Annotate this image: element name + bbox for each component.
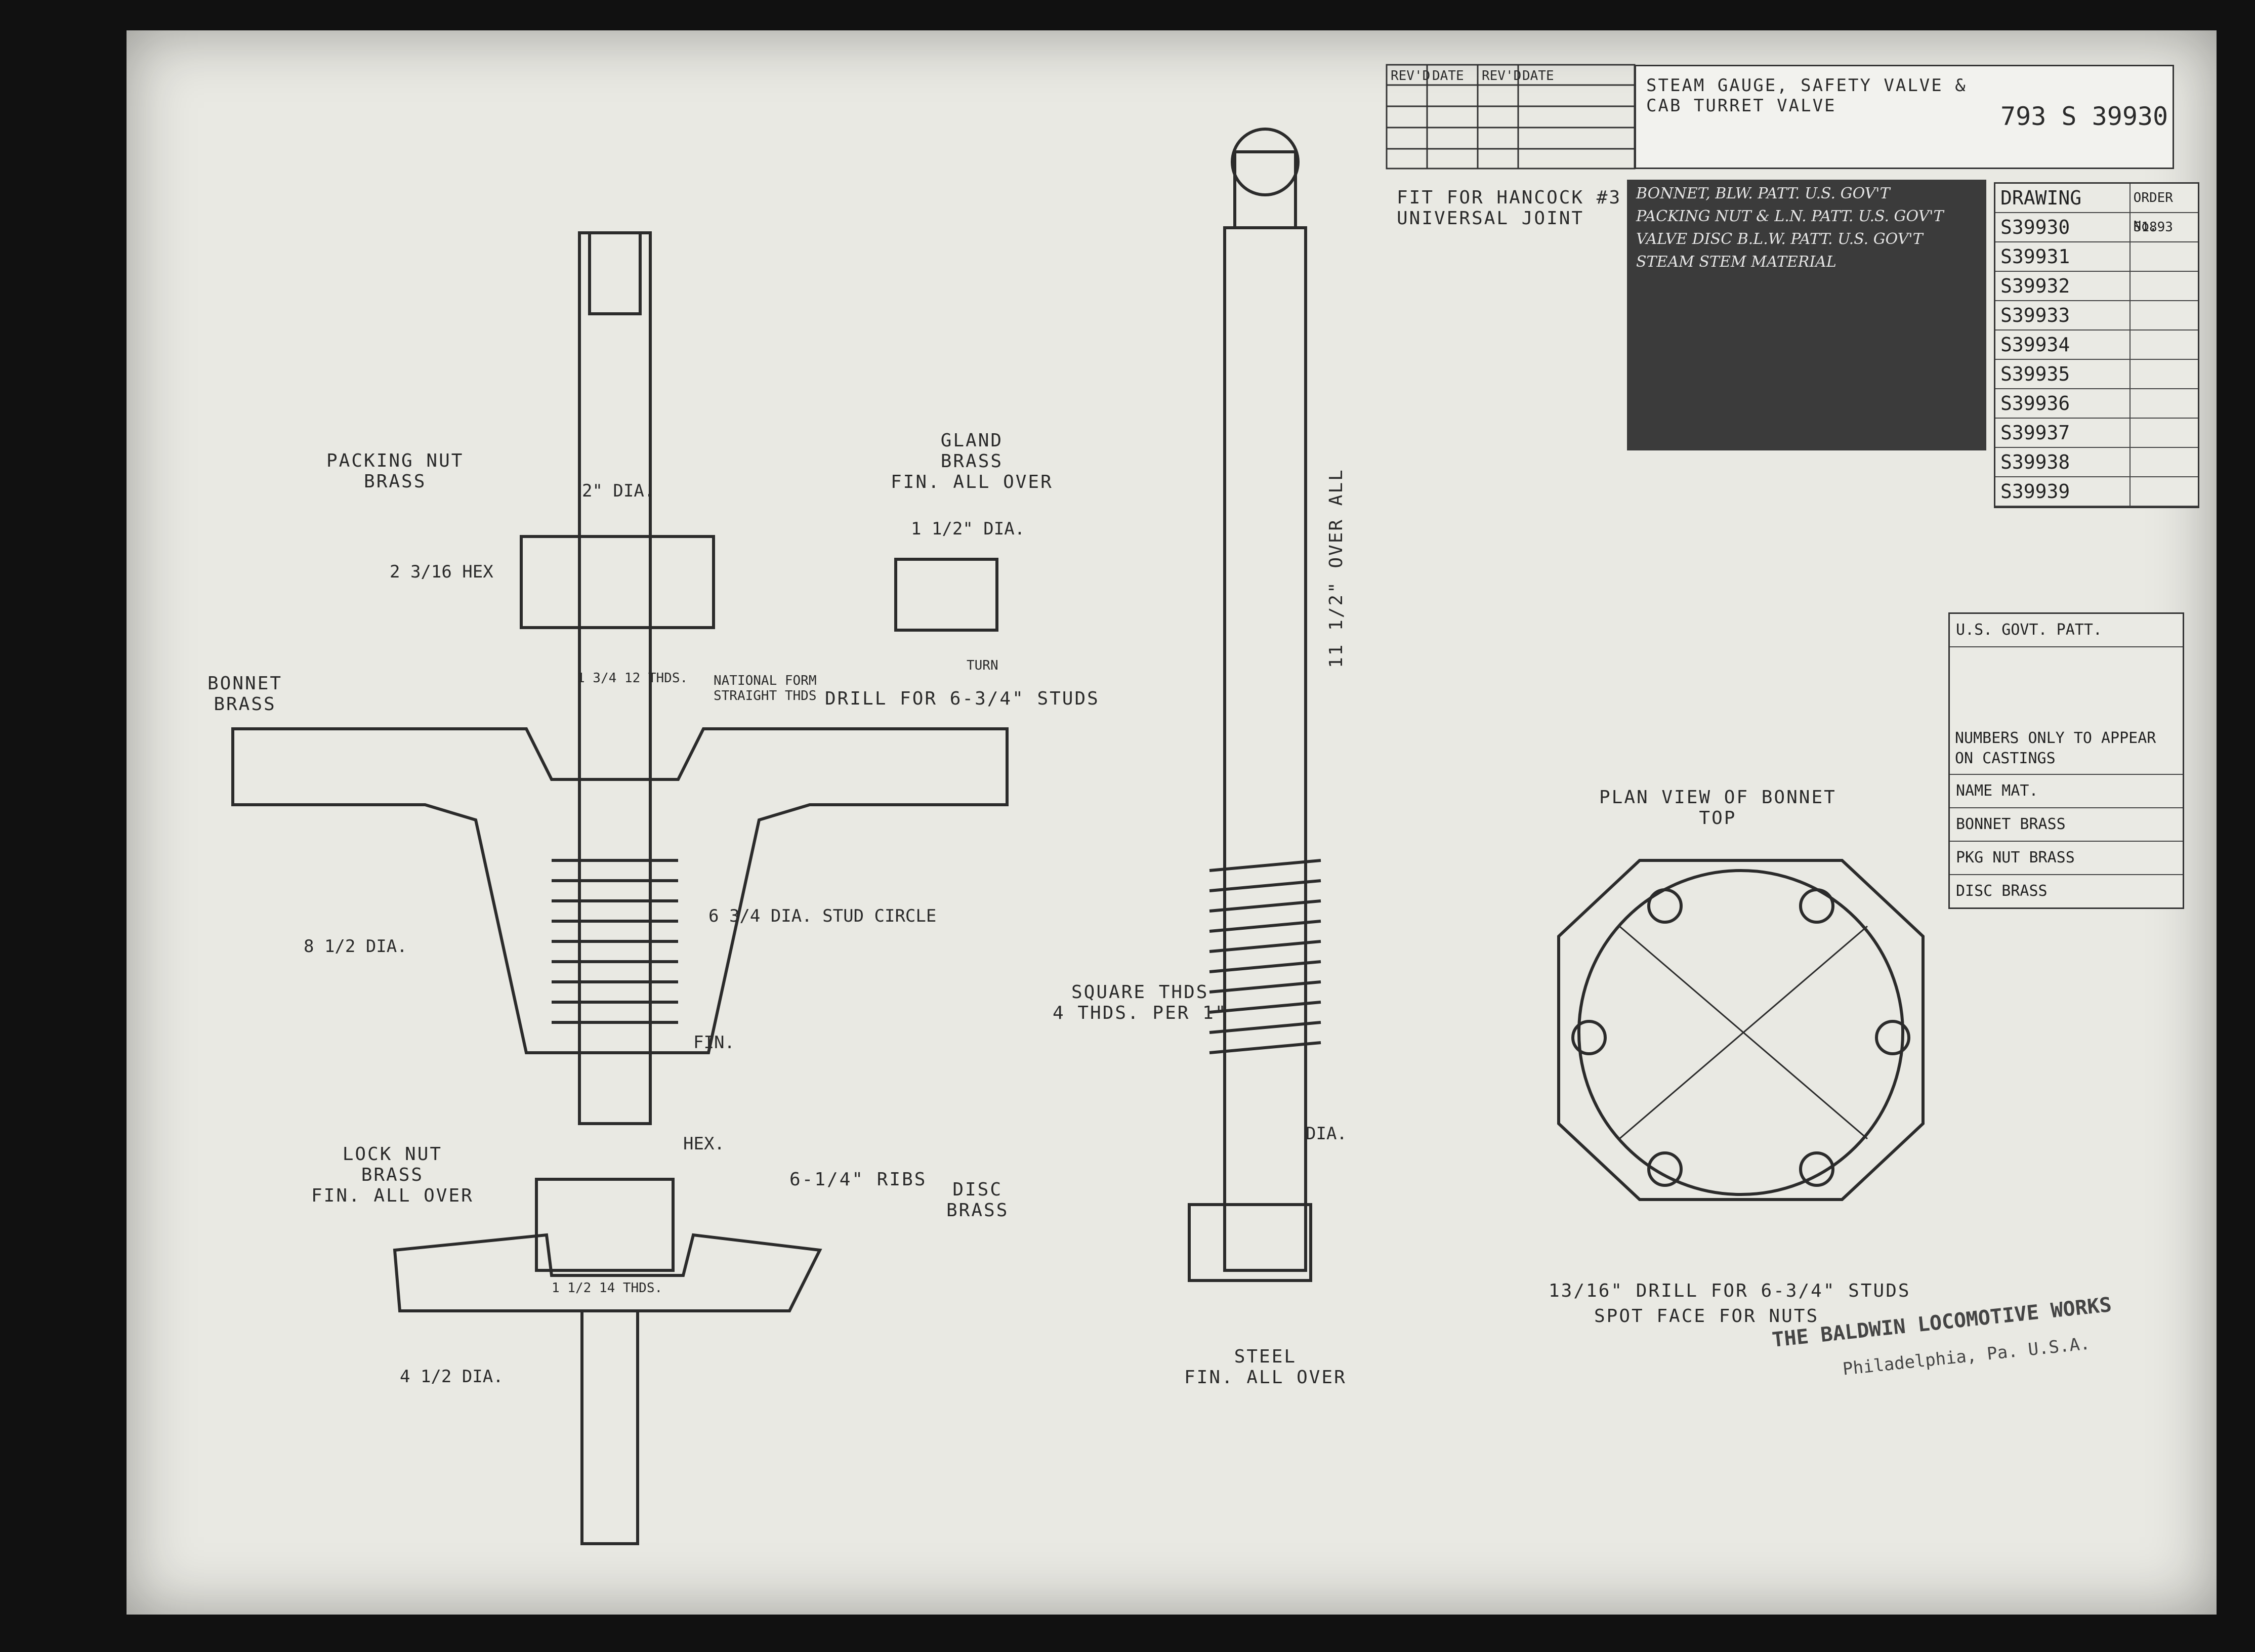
square-end-view — [1231, 128, 1300, 196]
label-drill-for: DRILL FOR 6-3/4" STUDS — [825, 688, 1100, 709]
stud-hole-2 — [1799, 888, 1834, 924]
patt-header: U.S. GOVT. PATT. — [1950, 614, 2183, 647]
gland — [894, 558, 998, 632]
label-fin: FIN. — [693, 1032, 735, 1053]
material-stamp: BONNET, BLW. PATT. U.S. GOV'T PACKING NU… — [1627, 180, 1986, 450]
label-thds-14: 1 1/2 14 THDS. — [552, 1281, 663, 1296]
label-dia-2: 2" DIA. — [582, 481, 655, 501]
drawing-row: S39934 — [1995, 331, 2198, 360]
label-hex-short: HEX. — [683, 1134, 725, 1154]
pattern-box: U.S. GOVT. PATT. NUMBERS ONLY TO APPEAR … — [1948, 612, 2184, 909]
drawing-row: S39935 — [1995, 360, 2198, 389]
stem-top — [588, 231, 642, 315]
drawing-row: S39936 — [1995, 389, 2198, 419]
rev-header-4: DATE — [1522, 68, 1554, 84]
label-ribs: 6-1/4" RIBS — [789, 1169, 927, 1190]
square-threads-left — [552, 859, 678, 1024]
drawing-row: S39937 — [1995, 419, 2198, 448]
lock-nut — [535, 1178, 675, 1272]
patt-note: NUMBERS ONLY TO APPEAR ON CASTINGS — [1950, 647, 2183, 775]
stamp-note-4: STEAM STEM MATERIAL — [1636, 253, 1836, 271]
drawing-number: 793 S 39930 — [2000, 102, 2168, 131]
drawing-row: S39933 — [1995, 301, 2198, 331]
label-national-form: NATIONAL FORM STRAIGHT THDS — [714, 673, 817, 704]
label-steel: STEEL FIN. ALL OVER — [1184, 1346, 1347, 1388]
label-dia-8-half: 8 1/2 DIA. — [304, 936, 407, 957]
label-bonnet: BONNET BRASS — [207, 673, 283, 715]
stud-hole-1 — [1647, 888, 1683, 924]
rev-header-1: REV'D — [1391, 68, 1431, 84]
label-dia-4-half: 4 1/2 DIA. — [400, 1367, 504, 1387]
patt-row: NAME MAT. — [1950, 775, 2183, 808]
label-dia-right: DIA. — [1306, 1124, 1347, 1144]
label-spot-face: SPOT FACE FOR NUTS — [1594, 1306, 1819, 1327]
stud-hole-6 — [1799, 1151, 1834, 1187]
label-lock-nut: LOCK NUT BRASS FIN. ALL OVER — [311, 1144, 474, 1206]
label-hancock: FIT FOR HANCOCK #3 UNIVERSAL JOINT — [1397, 187, 1622, 229]
stamp-note-3: VALVE DISC B.L.W. PATT. U.S. GOV'T — [1636, 230, 1923, 248]
label-over-all: 11 1/2" OVER ALL — [1326, 468, 1347, 668]
packing-nut — [520, 535, 715, 629]
stud-hole-4 — [1875, 1020, 1910, 1055]
patt-row: PKG NUT BRASS — [1950, 842, 2183, 875]
disc — [393, 1233, 822, 1312]
label-disc: DISC BRASS — [946, 1179, 1009, 1221]
right-stem — [1223, 226, 1307, 1272]
stamp-note-1: BONNET, BLW. PATT. U.S. GOV'T — [1636, 185, 1890, 202]
patt-row: DISC BRASS — [1956, 882, 2048, 900]
title-text: STEAM GAUGE, SAFETY VALVE & CAB TURRET V… — [1646, 75, 1967, 116]
drawings-header: DRAWING ORDER No. — [1995, 184, 2198, 234]
revision-table — [1386, 64, 1636, 170]
label-plan-view: PLAN VIEW OF BONNET TOP — [1599, 787, 1836, 829]
label-gland: GLAND BRASS FIN. ALL OVER — [891, 430, 1053, 492]
stamp-note-2: PACKING NUT & L.N. PATT. U.S. GOV'T — [1636, 208, 1944, 225]
drawing-row: S39938 — [1995, 448, 2198, 477]
label-stud-circle: 6 3/4 DIA. STUD CIRCLE — [708, 906, 937, 926]
plan-view-outline — [1557, 859, 1925, 1201]
label-packing-nut: PACKING NUT BRASS — [326, 450, 464, 492]
drawing-row: S39939 — [1995, 477, 2198, 507]
label-square-threads: SQUARE THDS 4 THDS. PER 1" — [1053, 982, 1228, 1023]
label-dia-1-half: 1 1/2" DIA. — [911, 519, 1025, 539]
stud-hole-3 — [1571, 1020, 1607, 1055]
bonnet-section — [231, 727, 1009, 1054]
stud-circle — [1577, 869, 1904, 1196]
drawing-row: S39932 — [1995, 272, 2198, 301]
drawing-row: S39931 — [1995, 242, 2198, 272]
plan-diagonal-2 — [1619, 925, 1868, 1140]
label-drill-studs: 13/16" DRILL FOR 6-3/4" STUDS — [1549, 1281, 1911, 1301]
label-hex: 2 3/16 HEX — [390, 562, 493, 582]
stud-hole-5 — [1647, 1151, 1683, 1187]
label-thds-12: 1 3/4 12 THDS. — [577, 671, 688, 686]
rev-header-3: REV'D — [1482, 68, 1522, 84]
square-threads-right — [1209, 859, 1321, 1054]
title-block: STEAM GAUGE, SAFETY VALVE & CAB TURRET V… — [1635, 65, 2174, 169]
patt-row: BONNET BRASS — [1950, 808, 2183, 842]
right-stem-head — [1233, 150, 1297, 229]
right-stem-collar — [1188, 1203, 1312, 1282]
rev-header-2: DATE — [1432, 68, 1464, 84]
label-turn: TURN — [967, 658, 998, 673]
disc-stem — [580, 1309, 639, 1545]
